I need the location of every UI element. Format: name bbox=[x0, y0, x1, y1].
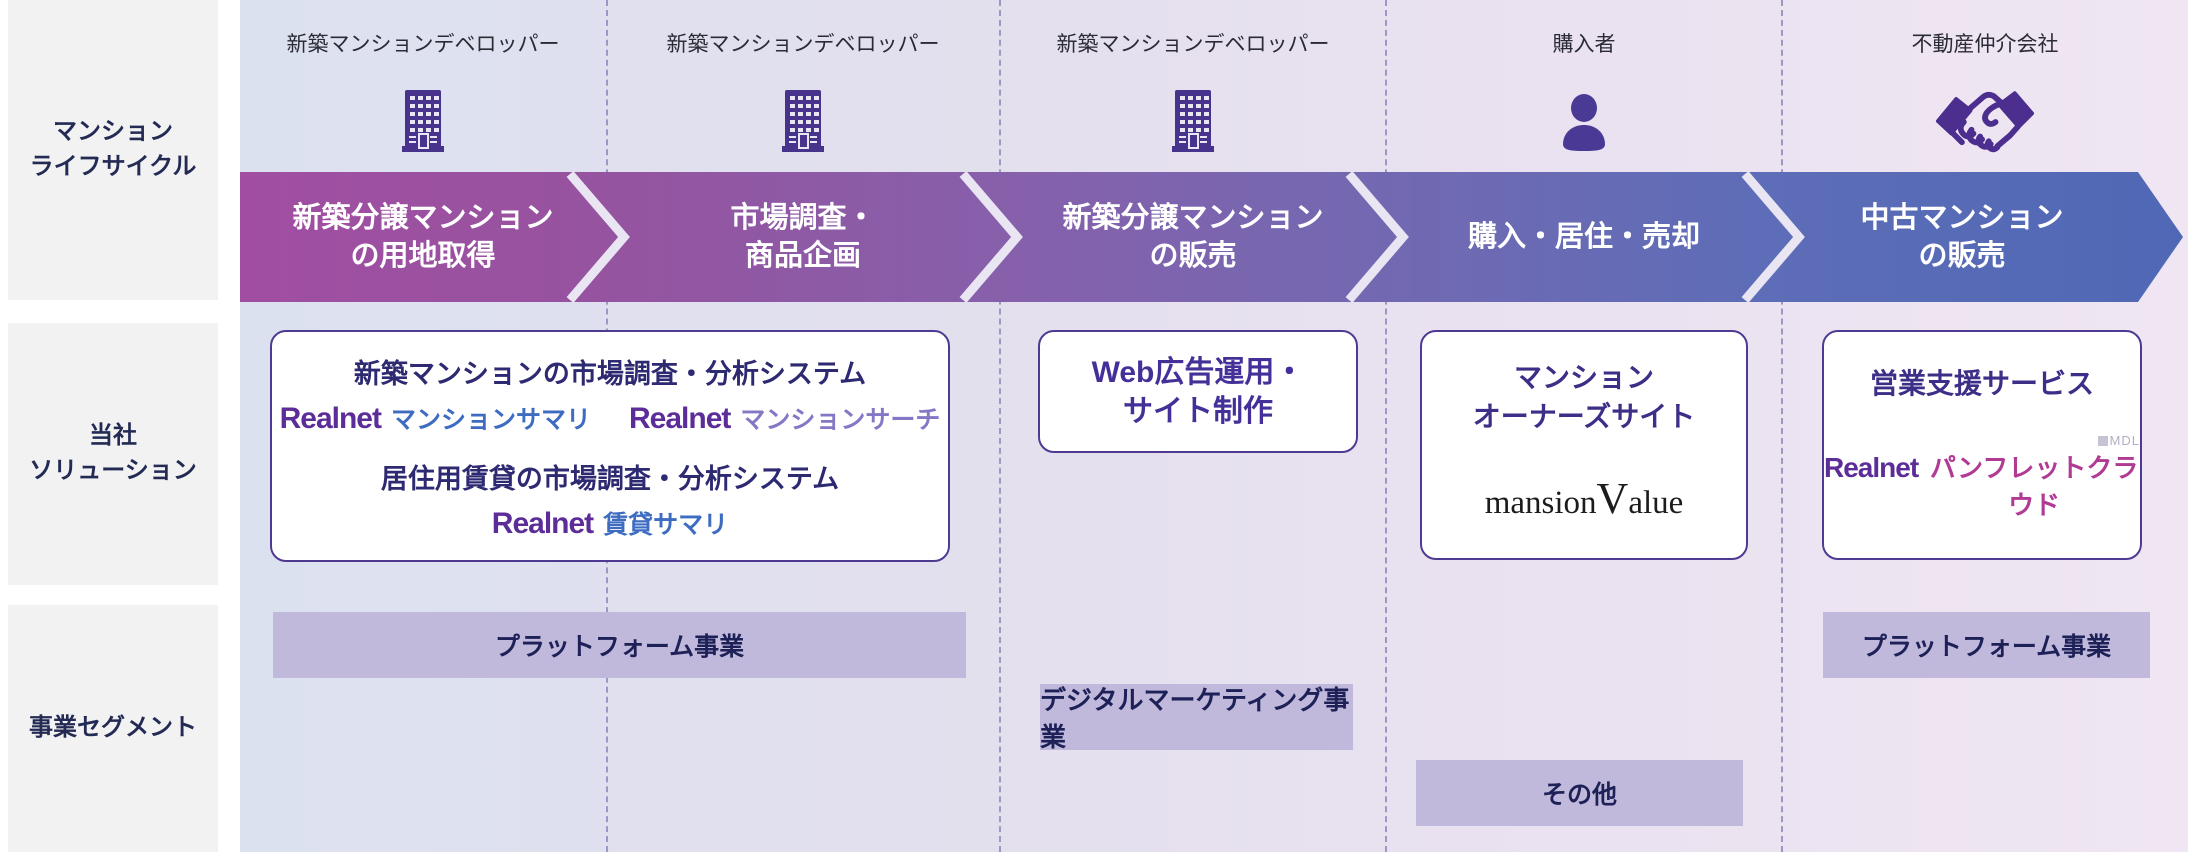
person-icon bbox=[1552, 92, 1616, 161]
product-name-chintai-summary: 賃貸サマリ bbox=[603, 510, 729, 539]
segment-bar-other: その他 bbox=[1416, 760, 1743, 826]
chevron-separator-icon bbox=[566, 171, 630, 303]
actor-label-developer-3: 新築マンションデベロッパー bbox=[1056, 33, 1330, 56]
lifecycle-arrow-band bbox=[240, 172, 2183, 302]
card-owners-site: マンション オーナーズサイト mansionValue bbox=[1420, 330, 1748, 560]
column-divider bbox=[1385, 0, 1387, 852]
row-label-lifecycle: マンション ライフサイクル bbox=[8, 0, 218, 300]
mansion-value-logo: mansionValue bbox=[1484, 474, 1684, 523]
realnet-logo: Realnet bbox=[1824, 452, 1919, 483]
building-icon bbox=[1171, 88, 1215, 159]
actor-label-developer-2: 新築マンションデベロッパー bbox=[666, 33, 940, 56]
stage-land-acquisition: 新築分譲マンション の用地取得 bbox=[292, 201, 554, 272]
chevron-separator-icon bbox=[1345, 171, 1409, 303]
pamphlet-cloud-logo: MDL Realnet パンフレットクラウド bbox=[1824, 433, 2140, 522]
column-divider bbox=[999, 0, 1001, 852]
product-logo-row: Realnet マンションサマリ Realnet マンションサーチ bbox=[280, 400, 941, 436]
handshake-icon bbox=[1935, 84, 2035, 167]
card-sales-support: 営業支援サービス MDL Realnet パンフレットクラウド bbox=[1822, 330, 2142, 560]
card-title: 営業支援サービス bbox=[1869, 368, 2094, 399]
realnet-logo: Realnet bbox=[491, 506, 594, 540]
segment-bar-platform-2: プラットフォーム事業 bbox=[1823, 612, 2150, 678]
row-label-segments: 事業セグメント bbox=[8, 605, 218, 852]
stage-new-sales: 新築分譲マンション の販売 bbox=[1062, 201, 1324, 272]
building-icon bbox=[781, 88, 825, 159]
product-name-mansion-search: マンションサーチ bbox=[740, 405, 941, 434]
segment-bar-platform-1: プラットフォーム事業 bbox=[273, 612, 966, 678]
card-title: 新築マンションの市場調査・分析システム bbox=[353, 358, 867, 389]
card-web-ad: Web広告運用・ サイト制作 bbox=[1038, 330, 1358, 453]
segment-bar-digital-marketing: デジタルマーケティング事業 bbox=[1040, 684, 1353, 752]
building-icon bbox=[401, 88, 445, 159]
column-divider bbox=[1781, 0, 1783, 852]
actor-label-broker: 不動産仲介会社 bbox=[1911, 33, 2059, 56]
product-name-mansion-summary: マンションサマリ bbox=[390, 405, 591, 434]
card-title: マンション オーナーズサイト bbox=[1472, 362, 1696, 433]
card-title: Web広告運用・ サイト制作 bbox=[1091, 355, 1305, 428]
chevron-separator-icon bbox=[1741, 171, 1805, 303]
realnet-logo: Realnet bbox=[279, 401, 382, 435]
chevron-separator-icon bbox=[959, 171, 1023, 303]
square-icon bbox=[2097, 435, 2108, 446]
card-title: 居住用賃貸の市場調査・分析システム bbox=[380, 463, 840, 494]
card-market-research-systems: 新築マンションの市場調査・分析システム Realnet マンションサマリ Rea… bbox=[270, 330, 950, 562]
actor-label-buyer: 購入者 bbox=[1552, 33, 1616, 56]
actor-label-developer-1: 新築マンションデベロッパー bbox=[286, 33, 560, 56]
mdl-mark: MDL bbox=[1824, 433, 2140, 448]
row-label-solutions: 当社 ソリューション bbox=[8, 323, 218, 585]
stage-resale: 中古マンション の販売 bbox=[1860, 201, 2064, 272]
stage-market-research: 市場調査・ 商品企画 bbox=[730, 201, 876, 272]
stage-purchase-live: 購入・居住・売却 bbox=[1467, 220, 1700, 253]
product-logo-row: Realnet 賃貸サマリ bbox=[492, 505, 728, 541]
product-name-pamphlet-cloud: パンフレットクラウド bbox=[1929, 453, 2139, 520]
realnet-logo: Realnet bbox=[629, 401, 731, 435]
